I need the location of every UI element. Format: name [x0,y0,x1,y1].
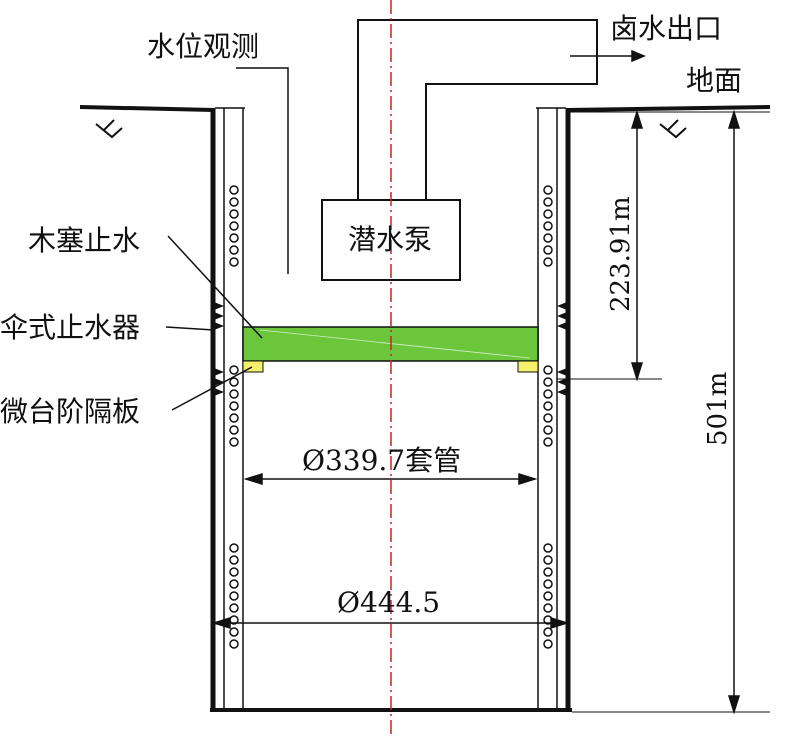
annulus-circle [229,555,239,565]
annulus-circle [229,567,239,577]
annulus-circle [543,591,553,601]
annulus-circle [229,639,239,649]
annulus-circle [229,209,239,219]
annulus-circle [543,639,553,649]
annulus-circle [543,543,553,553]
annulus-circle [543,401,553,411]
annulus-circle [543,209,553,219]
step-baffle-left [242,360,264,373]
annulus-circle [229,257,239,267]
step-baffle-right [517,360,539,373]
annulus-circle [229,221,239,231]
annulus-circle [543,579,553,589]
annulus-circle [229,389,239,399]
annulus-circle [543,413,553,423]
umbrella-packer-triangles [214,302,567,396]
annulus-circle [543,365,553,375]
annulus-circle [229,627,239,637]
annulus-circle [229,233,239,243]
label-ground: 地面 [686,64,742,97]
pump-pipe [357,19,598,200]
label-wood-plug: 木塞止水 [28,224,140,257]
label-water-level: 水位观测 [147,30,259,63]
annulus-circle [229,437,239,447]
annulus-circle [229,401,239,411]
annulus-circle [229,245,239,255]
annulus-circle [543,197,553,207]
label-depth-partial: 223.91m [606,196,636,312]
annulus-circle [543,389,553,399]
annulus-circle [229,197,239,207]
annulus-circle [543,437,553,447]
annulus-circle [229,365,239,375]
annulus-circle [229,377,239,387]
annulus-circle [543,425,553,435]
annulus-circle [543,185,553,195]
leader-lines [165,67,289,411]
annulus-circle [543,627,553,637]
annulus-circle [229,603,239,613]
label-depth-total: 501m [703,372,733,446]
label-hole-diameter: Ø444.5 [337,586,440,619]
label-brine-outlet: 卤水出口 [610,12,722,45]
annulus-circle [543,257,553,267]
annulus-circle [229,425,239,435]
label-umbrella-packer: 伞式止水器 [0,311,140,344]
annulus-circle [543,603,553,613]
label-casing-diameter: Ø339.7套管 [302,444,461,477]
label-step-baffle: 微台阶隔板 [0,395,140,428]
annulus-circle [229,591,239,601]
annulus-circle [543,377,553,387]
annulus-circle [543,245,553,255]
ground-surface [79,105,771,139]
dimension-lines [211,109,770,715]
annulus-fill-circles [229,185,553,649]
casing-walls [215,107,566,708]
annulus-circle [543,567,553,577]
annulus-circle [543,233,553,243]
annulus-circle [543,221,553,231]
label-pump: 潜水泵 [348,223,432,256]
annulus-circle [229,579,239,589]
annulus-circle [229,543,239,553]
annulus-circle [229,413,239,423]
annulus-circle [229,185,239,195]
annulus-circle [543,555,553,565]
outlet-arrow-icon [570,49,646,63]
